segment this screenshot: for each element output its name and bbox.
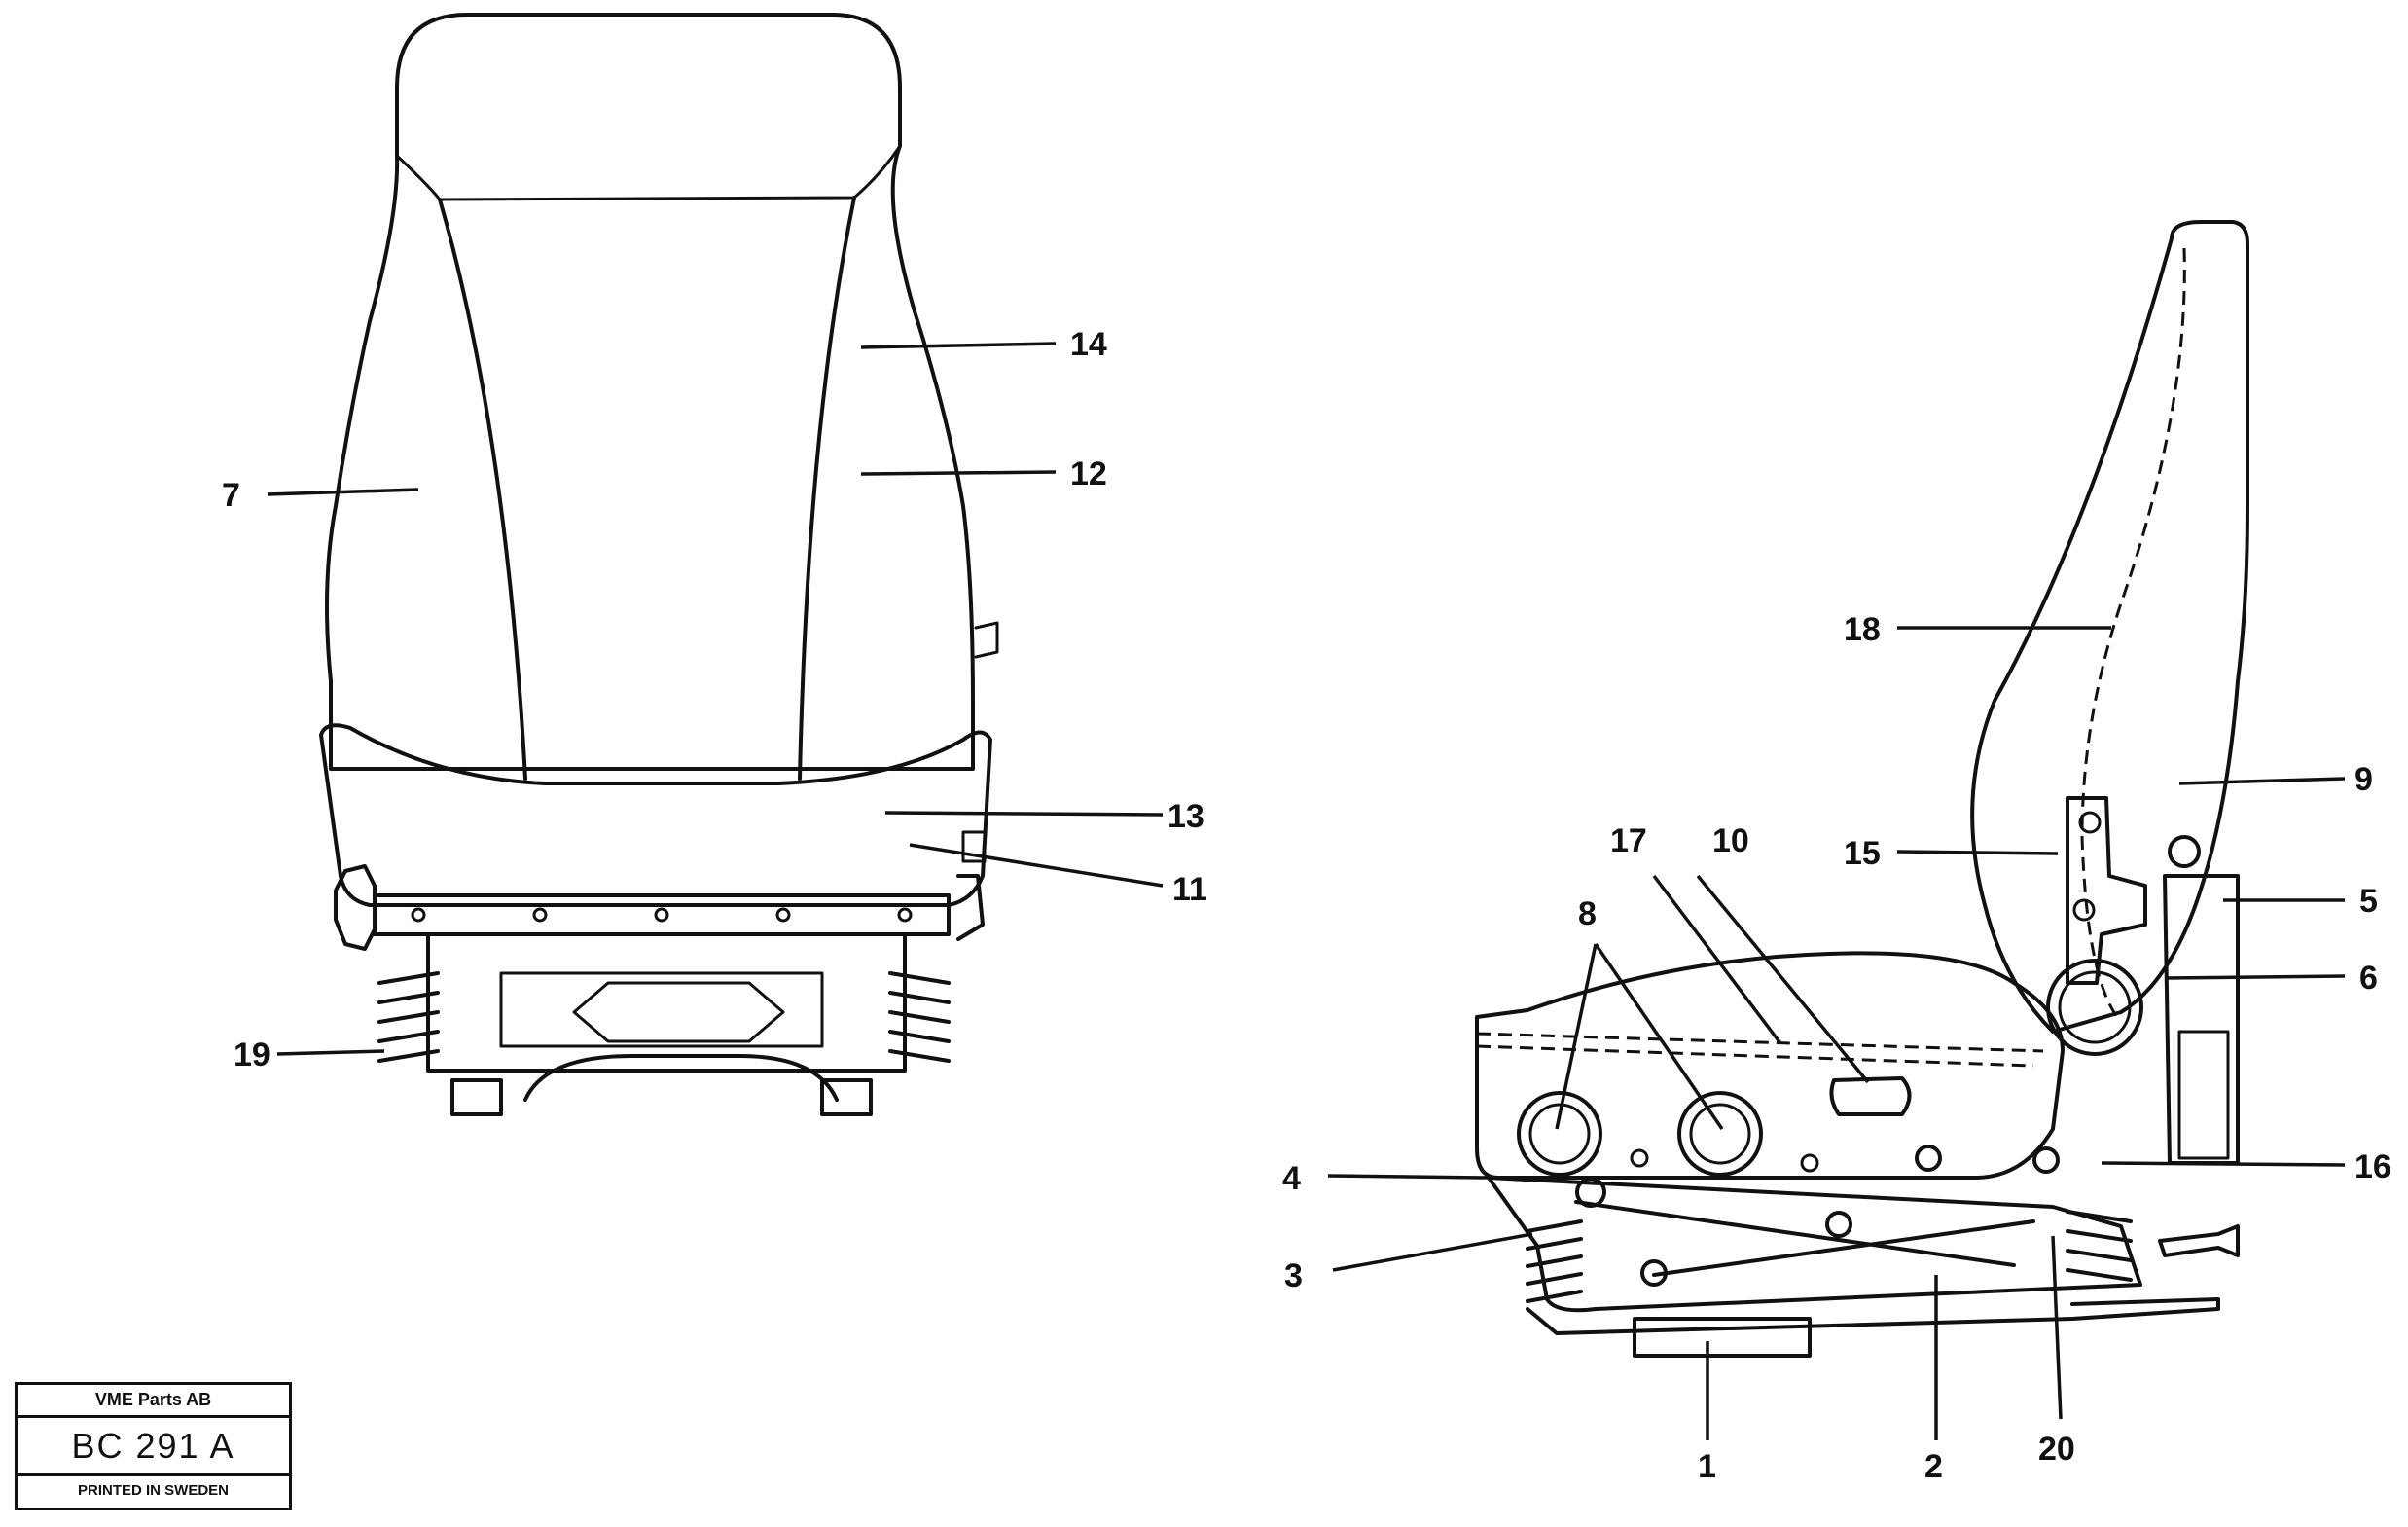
- callout-labels: 7 14 12 13 11 19 18 9 15 17 10 8 5 6 16 …: [222, 326, 2391, 1485]
- callout-1: 1: [1698, 1448, 1716, 1485]
- front-spring-left: [377, 971, 440, 1063]
- front-foot-left: [450, 1078, 503, 1116]
- stamp-footer: PRINTED IN SWEDEN: [77, 1482, 229, 1499]
- callout-15: 15: [1844, 835, 1881, 872]
- callout-20: 20: [2038, 1431, 2075, 1468]
- front-side-tab: [974, 621, 999, 659]
- side-scissor-pivot-1: [1825, 1211, 1852, 1238]
- front-backrest-band: [395, 144, 902, 201]
- side-scissor-arm-1: [1574, 1200, 2016, 1267]
- front-scissor-link: [572, 981, 785, 1043]
- callout-13: 13: [1168, 798, 1204, 835]
- side-slide-rail: [1526, 1297, 2220, 1335]
- side-rail-block: [1633, 1317, 1812, 1358]
- callout-8: 8: [1578, 895, 1597, 932]
- title-stamp: VME Parts AB BC 291 A PRINTED IN SWEDEN: [15, 1382, 292, 1510]
- front-center-panel-left: [438, 198, 527, 781]
- side-view-seat: [1475, 220, 2249, 1358]
- side-screw-1: [1630, 1148, 1649, 1168]
- side-recline-knob-inner: [2058, 970, 2132, 1044]
- front-foot-right: [820, 1078, 873, 1116]
- callout-11: 11: [1172, 871, 1207, 908]
- callout-3: 3: [1284, 1257, 1303, 1294]
- callout-10: 10: [1712, 822, 1749, 859]
- callout-5: 5: [2359, 883, 2378, 920]
- callout-6: 6: [2359, 960, 2378, 997]
- side-spring-left: [1526, 1219, 1583, 1303]
- side-gauge-right-inner: [1689, 1103, 1751, 1165]
- side-gauge-right: [1677, 1091, 1763, 1177]
- side-backrest-inner-dash: [2080, 247, 2186, 1023]
- front-suspension-box: [426, 932, 907, 1073]
- callout-18: 18: [1844, 611, 1881, 648]
- side-fore-aft-lever: [2158, 1224, 2240, 1257]
- side-scissor-frame: [1487, 1176, 2142, 1313]
- callout-leaders: [267, 342, 2346, 1440]
- stamp-company: VME Parts AB: [18, 1385, 289, 1418]
- callout-16: 16: [2354, 1148, 2391, 1185]
- front-bottom-handle: [523, 1054, 839, 1102]
- front-adjust-knob-right: [956, 874, 985, 941]
- front-seat-cushion: [319, 723, 992, 907]
- side-hex-nut: [2168, 835, 2201, 868]
- front-adjust-knob-left: [334, 864, 377, 951]
- side-bolt-1: [1915, 1145, 1942, 1172]
- side-gauge-left: [1517, 1091, 1602, 1177]
- callout-12: 12: [1070, 455, 1107, 492]
- front-backrest-outline: [325, 13, 975, 771]
- front-view-seat: [319, 13, 999, 1116]
- front-side-lever: [961, 830, 987, 863]
- side-scissor-pivot-2: [1640, 1259, 1668, 1287]
- callout-19: 19: [234, 1036, 270, 1073]
- side-scissor-arm-2: [1652, 1219, 2035, 1277]
- side-screw-2: [1800, 1153, 1819, 1173]
- side-gauge-left-inner: [1528, 1103, 1591, 1165]
- side-pivot-3: [1575, 1177, 1606, 1208]
- stamp-code: BC 291 A: [18, 1418, 289, 1476]
- callout-17: 17: [1610, 822, 1647, 859]
- side-spring-right: [2066, 1210, 2133, 1282]
- side-bolt-2: [2032, 1146, 2060, 1174]
- front-spring-right: [888, 971, 951, 1063]
- side-housing-dash-1: [1476, 1032, 2044, 1053]
- side-backrest-outline: [1970, 220, 2249, 1034]
- callout-14: 14: [1070, 326, 1107, 363]
- side-housing-dash-2: [1476, 1044, 2034, 1068]
- callout-4: 4: [1282, 1160, 1301, 1197]
- callout-9: 9: [2354, 761, 2373, 798]
- side-seat-housing: [1475, 951, 2065, 1180]
- side-recline-knob: [2046, 959, 2143, 1056]
- side-bracket-bolt-top: [2078, 811, 2102, 834]
- front-center-panel-right: [798, 196, 856, 781]
- side-hinge-bracket: [2066, 796, 2147, 985]
- front-frame-holes: [411, 907, 913, 923]
- side-height-lever: [1829, 1076, 1912, 1116]
- front-base-frame: [373, 893, 951, 936]
- callout-2: 2: [1924, 1448, 1943, 1485]
- side-label-plate: [2177, 1030, 2230, 1160]
- side-bracket-bolt-bottom: [2072, 898, 2096, 922]
- front-scissor-housing: [499, 971, 824, 1048]
- callout-7: 7: [222, 477, 240, 514]
